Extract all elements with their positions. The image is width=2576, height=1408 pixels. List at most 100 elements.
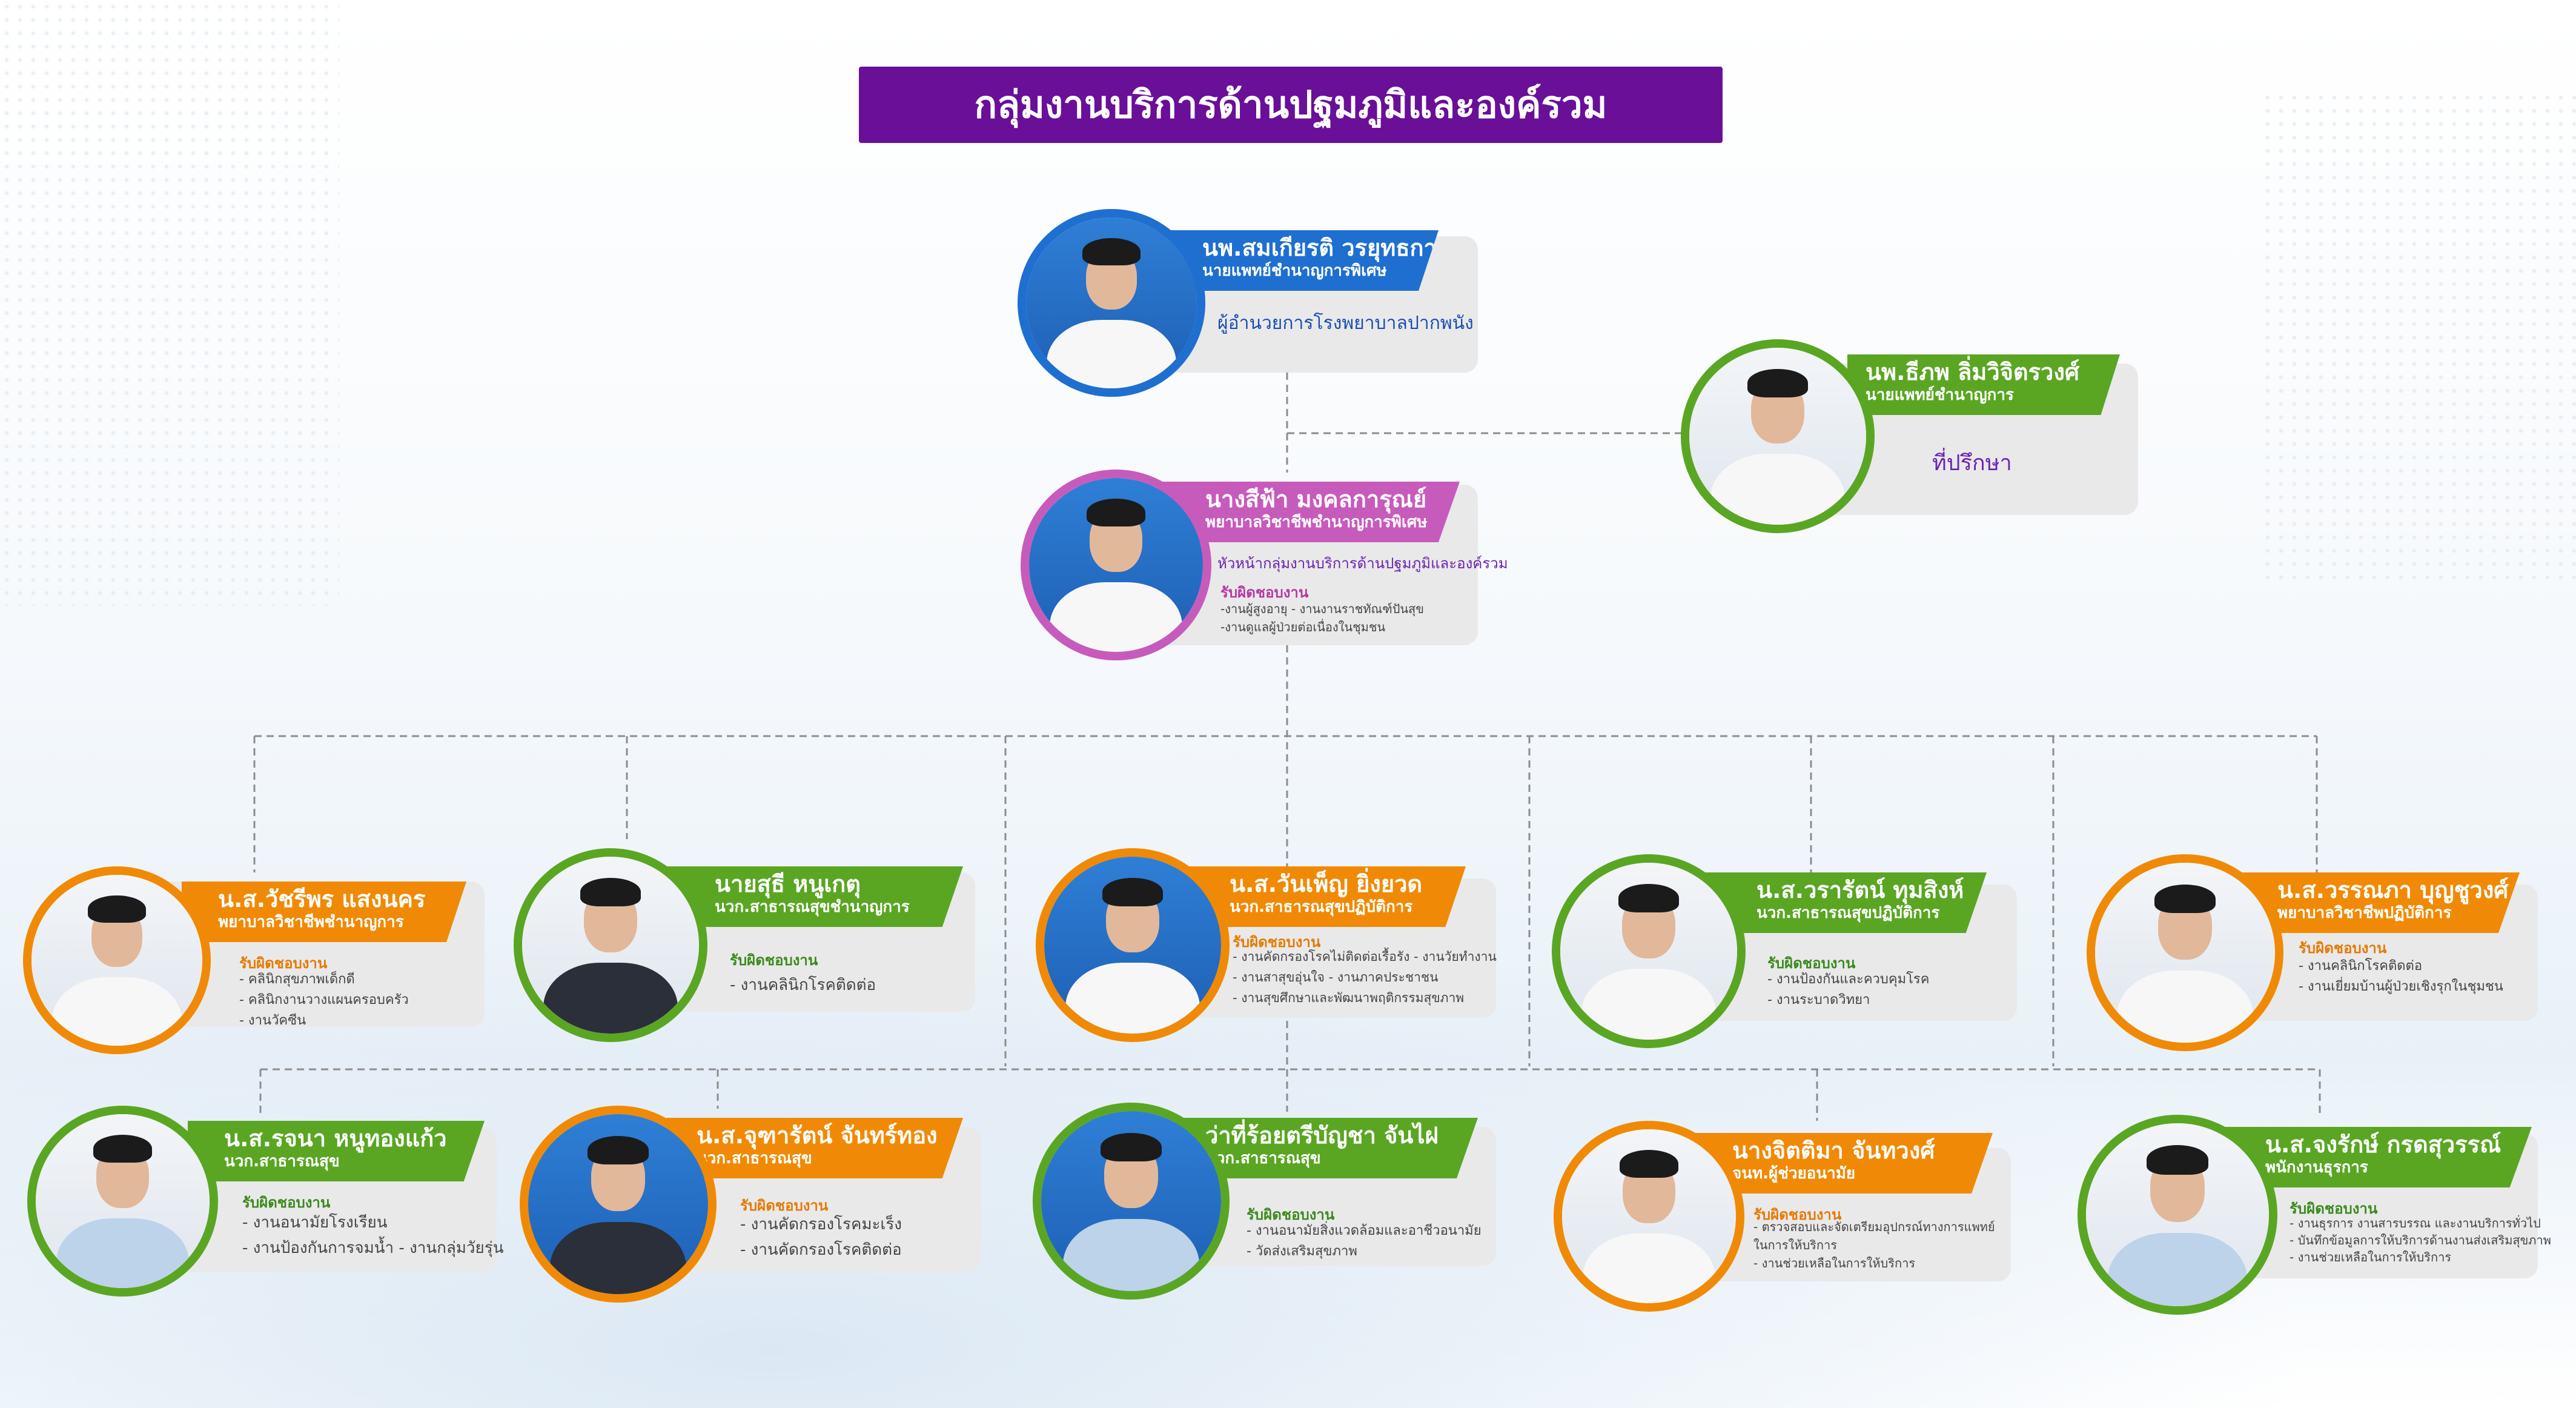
chart-title: กลุ่มงานบริการด้านปฐมภูมิและองค์รวม [859,67,1723,143]
staff-name: นางจิตติมา จันทวงศ์ [1732,1137,1935,1164]
dot-pattern-left [0,0,339,606]
duty-item: - งานคลินิกโรคติดต่อ [2299,958,2423,974]
staff-photo [1552,854,1746,1048]
duty-item: - งานคัดกรองโรคไม่ติดต่อเรื้อรัง - งานวั… [1233,949,1497,964]
duty-item: - งานช่วยเหลือในการให้บริการ [2290,1250,2452,1264]
staff-ribbon: น.ส.จงรักษ์ กรดสุวรรณ์ พนักงานธุรการ [2217,1127,2532,1187]
staff-ribbon: น.ส.รจนา หนูทองแก้ว นวก.สาธารณสุข [188,1121,485,1181]
advisor-role: ที่ปรึกษา [1932,451,2012,476]
staff-name: น.ส.วันเพ็ญ ยิ่งยวด [1230,871,1423,897]
duty-item: - งานช่วยเหลือในการให้บริการ [1753,1256,1916,1270]
duty-item: - งานป้องกันการจมน้ำ - งานกลุ่มวัยรุ่น [242,1239,504,1257]
staff-ribbon: นางจิตติมา จันทวงศ์ จนท.ผู้ช่วยอนามัย [1690,1133,1993,1194]
duty-list: - คลินิกสุขภาพเด็กดี - คลินิกงานวางแผนคร… [239,969,409,1031]
staff-ribbon: ว่าที่ร้อยตรีบัญชา จันไฝ นวก.สาธารณสุข [1175,1118,1478,1178]
duty-list: - งานอนามัยโรงเรียน - งานป้องกันการจมน้ำ… [242,1210,503,1261]
duty-item: - คลินิกสุขภาพเด็กดี [239,972,355,987]
staff-position: นวก.สาธารณสุขชำนาญการ [715,898,910,916]
duty-list: - ตรวจสอบและจัดเตรียมอุปกรณ์ทางการแพทย์ … [1753,1218,1995,1272]
staff-position: จนท.ผู้ช่วยอนามัย [1732,1164,1856,1183]
duty-list: - งานคัดกรองโรคไม่ติดต่อเรื้อรัง - งานวั… [1233,946,1497,1008]
staff-name: ว่าที่ร้อยตรีบัญชา จันไฝ [1205,1122,1439,1149]
duty-item: - งานอนามัยโรงเรียน [242,1214,388,1232]
duty-item: ในการให้บริการ [1753,1238,1837,1252]
staff-photo [1554,1121,1744,1312]
staff-name: น.ส.วัชรีพร แสงนคร [218,886,426,912]
duty-item: - งานเยี่ยมบ้านผู้ป่วยเชิงรุกในชุมชน [2299,979,2503,994]
duty-item: -งานผู้สูงอายุ - งานงานราชทัณฑ์ปันสุข [1220,602,1424,616]
duty-item: - งานสาสุขอุ่นใจ - งานภาคประชาชน [1233,970,1439,985]
staff-position: นวก.สาธารณสุข [697,1149,812,1167]
resp-label: รับผิดชอบงาน [1753,1206,1842,1223]
resp-label: รับผิดชอบงาน [2290,1200,2378,1217]
head-name: นางสีฟ้า มงคลการุณย์ [1205,486,1427,513]
staff-position: นวก.สาธารณสุข [1205,1149,1321,1167]
resp-label: รับผิดชอบงาน [740,1197,829,1214]
staff-name: นายสุธี หนูเกตุ [715,871,861,897]
director-photo [1018,209,1205,397]
duty-list: - งานธุรการ งานสารบรรณ และงานบริการทั่วไ… [2290,1215,2551,1266]
staff-position: นวก.สาธารณสุขปฏิบัติการ [1230,898,1413,916]
duty-list: - งานคลินิกโรคติดต่อ [730,972,876,998]
staff-ribbon: นายสุธี หนูเกตุ นวก.สาธารณสุขชำนาญการ [666,866,963,927]
staff-position: พยาบาลวิชาชีพปฏิบัติการ [2277,904,2452,922]
staff-photo [514,848,707,1042]
director-role: ผู้อำนวยการโรงพยาบาลปากพนัง [1217,313,1474,334]
head-role: หัวหน้ากลุ่มงานบริการด้านปฐมภูมิและองค์ร… [1217,555,1508,572]
head-photo [1021,470,1211,660]
duty-item: - งานคัดกรองโรคมะเร็ง [740,1215,902,1234]
duty-item: - งานระบาดวิทยา [1767,992,1870,1008]
duty-item: - งานคัดกรองโรคติดต่อ [740,1241,902,1259]
staff-name: น.ส.วรารัตน์ ทุมสิงห์ [1757,877,1964,903]
resp-label: รับผิดชอบงาน [1233,934,1321,951]
staff-photo [27,1106,218,1297]
duty-item: - งานคลินิกโรคติดต่อ [730,976,876,994]
duty-list: - งานอนามัยสิ่งแวดล้อมและอาชีวอนามัย - ว… [1247,1221,1482,1262]
staff-name: น.ส.จงรักษ์ กรดสุวรรณ์ [2265,1131,2502,1158]
head-position: พยาบาลวิชาชีพชำนาญการพิเศษ [1205,513,1428,531]
staff-photo [2078,1115,2277,1315]
staff-position: พยาบาลวิชาชีพชำนาญการ [218,913,404,931]
staff-name: น.ส.วรรณภา บุญชูวงศ์ [2277,877,2509,903]
staff-position: นวก.สาธารณสุข [224,1152,340,1171]
staff-position: พนักงานธุรการ [2265,1158,2368,1177]
resp-label: รับผิดชอบงาน [2299,940,2387,957]
duty-list: - งานคัดกรองโรคมะเร็ง - งานคัดกรองโรคติด… [740,1212,902,1263]
staff-photo [1036,848,1230,1042]
staff-photo [1033,1103,1230,1300]
resp-label: รับผิดชอบงาน [242,1194,331,1211]
director-position: นายแพทย์ชำนาญการพิเศษ [1202,262,1387,280]
staff-photo [23,866,211,1054]
head-duties: -งานผู้สูงอายุ - งานงานราชทัณฑ์ปันสุข -ง… [1220,600,1424,636]
advisor-ribbon: นพ.ธีภพ ลิ่มวิจิตรวงศ์ นายแพทย์ชำนาญการ [1847,354,2120,415]
head-ribbon: นางสีฟ้า มงคลการุณย์ พยาบาลวิชาชีพชำนาญก… [1157,482,1460,542]
director-name: นพ.สมเกียรติ วรยุทธการ [1202,234,1449,261]
duty-item: -งานดูแลผู้ป่วยต่อเนื่องในชุมชน [1220,620,1386,634]
advisor-photo [1681,339,1875,533]
staff-name: น.ส.จุฑารัตน์ จันทร์ทอง [697,1122,938,1149]
resp-label: รับผิดชอบงาน [239,955,328,972]
resp-label: รับผิดชอบงาน [730,952,818,969]
staff-name: น.ส.รจนา หนูทองแก้ว [224,1125,447,1152]
head-resp-label: รับผิดชอบงาน [1220,584,1309,601]
duty-item: - วัดส่งเสริมสุขภาพ [1247,1244,1357,1259]
duty-item: - งานอนามัยสิ่งแวดล้อมและอาชีวอนามัย [1247,1223,1482,1238]
staff-photo [520,1106,717,1303]
staff-photo [2087,854,2283,1051]
staff-position: นวก.สาธารณสุขปฏิบัติการ [1757,904,1940,922]
dot-pattern-right [2261,91,2576,588]
advisor-position: นายแพทย์ชำนาญการ [1866,386,2014,404]
duty-item: - งานป้องกันและควบคุมโรค [1767,972,1930,987]
duty-list: - งานป้องกันและควบคุมโรค - งานระบาดวิทยา [1767,969,1929,1011]
resp-label: รับผิดชอบงาน [1247,1206,1335,1223]
duty-item: - งานธุรการ งานสารบรรณ และงานบริการทั่วไ… [2290,1216,2541,1230]
duty-item: - บันทึกข้อมูลการให้บริการด้านงานส่งเสริ… [2290,1233,2551,1247]
staff-ribbon: น.ส.วัชรีพร แสงนคร พยาบาลวิชาชีพชำนาญการ [182,882,466,942]
duty-item: - งานสุขศึกษาและพัฒนาพฤติกรรมสุขภาพ [1233,991,1465,1005]
resp-label: รับผิดชอบงาน [1767,955,1856,972]
duty-list: - งานคลินิกโรคติดต่อ - งานเยี่ยมบ้านผู้ป… [2299,956,2503,997]
staff-ribbon: น.ส.จุฑารัตน์ จันทร์ทอง นวก.สาธารณสุข [666,1118,963,1178]
advisor-name: นพ.ธีภพ ลิ่มวิจิตรวงศ์ [1866,359,2080,385]
duty-item: - งานวัคซีน [239,1013,306,1028]
